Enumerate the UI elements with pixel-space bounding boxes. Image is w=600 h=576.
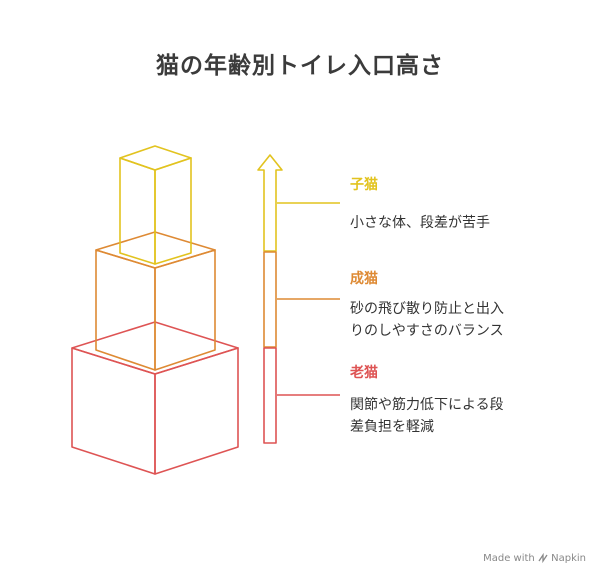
- page-title: 猫の年齢別トイレ入口高さ: [156, 53, 444, 79]
- box-kitten: [119, 145, 192, 265]
- napkin-watermark: Made with Napkin: [483, 552, 586, 564]
- level-name-kitten: 子猫: [350, 177, 378, 193]
- level-description-kitten: 小さな体、段差が苦手: [350, 215, 490, 231]
- level-name-adult: 成猫: [350, 271, 378, 287]
- box-adult: [95, 231, 216, 371]
- level-description-adult: 砂の飛び散り防止と出入 りのしやすさのバランス: [350, 301, 504, 339]
- height-arrow: [257, 154, 283, 444]
- napkin-logo-icon: [538, 552, 548, 564]
- footer-text: Made with: [483, 553, 535, 564]
- footer-brand: Napkin: [551, 553, 586, 564]
- level-description-senior: 関節や筋力低下による段 差負担を軽減: [350, 397, 504, 435]
- arrow-segment-adult: [263, 251, 277, 348]
- arrow-segment-kitten: [257, 154, 283, 252]
- level-name-senior: 老猫: [350, 365, 378, 381]
- box-senior: [71, 321, 239, 475]
- arrow-segment-senior: [263, 347, 277, 444]
